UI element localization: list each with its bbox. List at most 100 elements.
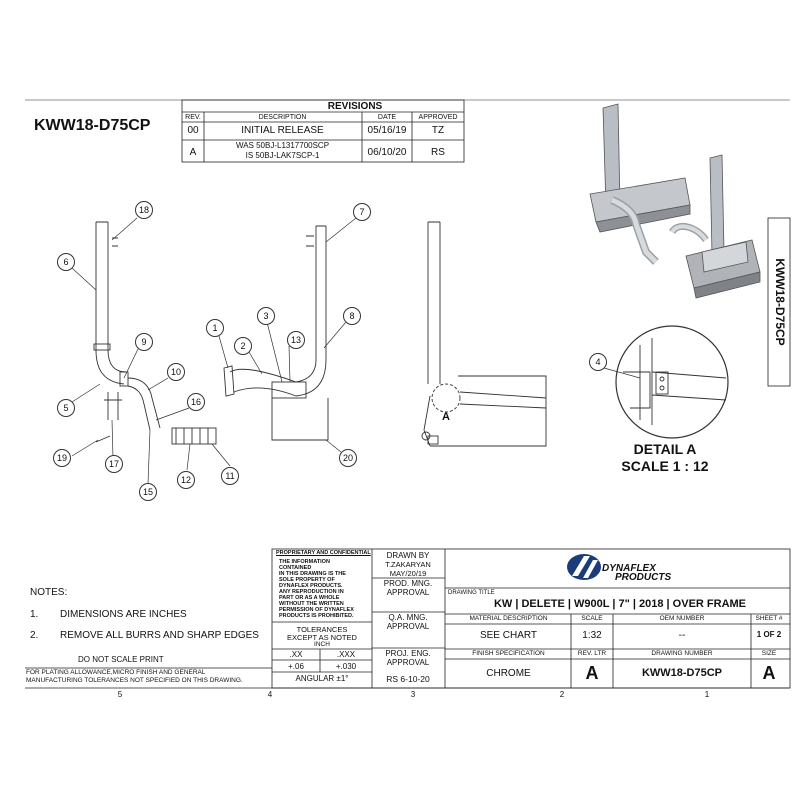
- side-view: [223, 225, 329, 441]
- balloon-item-18: 18: [135, 201, 153, 219]
- rev-header-rev: REV.: [185, 114, 201, 121]
- zone-number-2: 2: [559, 690, 565, 699]
- rev-row-0-approved: TZ: [431, 125, 445, 136]
- plating-note-line-1: FOR PLATING ALLOWANCE,MICRO FINISH AND G…: [26, 669, 206, 676]
- balloon-item-5: 5: [57, 399, 75, 417]
- rev-row-0-date: 05/16/19: [367, 125, 407, 136]
- balloon-item-3: 3: [257, 307, 275, 325]
- proj-eng-value: RS 6-10-20: [386, 674, 430, 684]
- rev-row-1-description-line-2: IS 50BJ-LAK7SCP-1: [245, 151, 320, 160]
- do-not-scale-note: DO NOT SCALE PRINT: [78, 655, 164, 664]
- balloon-item-10: 10: [167, 363, 185, 381]
- tolerance-xxx-value: +.030: [335, 662, 357, 671]
- label-drawing-number: DRAWING NUMBER: [651, 650, 713, 657]
- value-sheet: 1 OF 2: [756, 630, 782, 639]
- tolerances-line-3: INCH: [314, 641, 330, 648]
- proprietary-line-7: PART OR AS A WHOLE: [279, 595, 340, 601]
- proprietary-line-9: PERMISSION OF DYNAFLEX: [279, 607, 354, 613]
- end-view: [421, 221, 547, 447]
- revisions-table-frame: [181, 99, 465, 163]
- drawn-by-name: T.ZAKARYAN: [385, 560, 431, 569]
- tolerances-line-2: EXCEPT AS NOTED: [287, 633, 357, 642]
- isometric-view-illustration: [589, 103, 761, 299]
- balloon-item-11: 11: [221, 467, 239, 485]
- tolerance-angular: ANGULAR ±1°: [295, 674, 349, 683]
- note-2-number: 2.: [30, 630, 39, 641]
- label-size: SIZE: [761, 650, 777, 657]
- label-scale: SCALE: [581, 615, 603, 622]
- notes-title: NOTES:: [30, 587, 68, 598]
- note-2-text: REMOVE ALL BURRS AND SHARP EDGES: [60, 630, 259, 641]
- proprietary-line-10: PRODUCTS IS PROHIBITED.: [279, 613, 354, 619]
- exploded-view: [93, 221, 217, 445]
- balloon-item-2: 2: [234, 337, 252, 355]
- drawing-title: KW | DELETE | W900L | 7" | 2018 | OVER F…: [493, 598, 747, 610]
- side-part-number-frame: [767, 217, 791, 387]
- prod-mng-label: PROD. MNG.: [383, 579, 433, 588]
- proprietary-line-1: THE INFORMATION: [279, 559, 330, 565]
- balloon-item-8: 8: [343, 307, 361, 325]
- detail-callout-letter: A: [442, 411, 450, 423]
- note-1-text: DIMENSIONS ARE INCHES: [60, 609, 187, 620]
- proprietary-line-8: WITHOUT THE WRITTEN: [279, 601, 344, 607]
- header-part-number: KWW18-D75CP: [34, 117, 151, 134]
- plating-note-line-2: MANUFACTURING TOLERANCES NOT SPECIFIED O…: [26, 677, 243, 684]
- value-material: SEE CHART: [479, 630, 538, 641]
- value-oem: --: [678, 630, 686, 641]
- zone-number-3: 3: [410, 690, 416, 699]
- zone-number-5: 5: [117, 690, 123, 699]
- balloon-item-20: 20: [339, 449, 357, 467]
- label-material: MATERIAL DESCRIPTION: [469, 615, 548, 622]
- rev-row-0-description: INITIAL RELEASE: [241, 125, 324, 136]
- proprietary-line-4: SOLE PROPERTY OF: [279, 577, 335, 583]
- rev-row-1-rev: A: [189, 147, 197, 158]
- label-rev-ltr: REV. LTR: [577, 650, 607, 657]
- rev-header-description: DESCRIPTION: [258, 114, 307, 121]
- proj-eng-label: PROJ. ENG.: [385, 649, 431, 658]
- proprietary-title: PROPRIETARY AND CONFIDENTIAL: [276, 550, 371, 556]
- balloon-item-19: 19: [53, 449, 71, 467]
- rev-row-1-date: 06/10/20: [367, 147, 407, 158]
- value-scale: 1:32: [582, 630, 602, 641]
- revisions-title: REVISIONS: [327, 101, 383, 112]
- proprietary-line-6: ANY REPRODUCTION IN: [279, 589, 344, 595]
- tolerance-xx-label: .XX: [289, 650, 303, 659]
- qa-mng-approval: APPROVAL: [386, 622, 430, 631]
- proprietary-line-2: CONTAINED: [279, 565, 312, 571]
- rev-header-date: DATE: [377, 114, 397, 121]
- proprietary-line-5: DYNAFLEX PRODUCTS.: [279, 583, 343, 589]
- label-oem: OEM NUMBER: [659, 615, 705, 622]
- balloon-item-15: 15: [139, 483, 157, 501]
- zone-number-1: 1: [704, 690, 710, 699]
- dynaflex-logo-emblem: [567, 554, 601, 580]
- value-rev-ltr: A: [585, 663, 599, 683]
- note-1-number: 1.: [30, 609, 39, 620]
- drawn-by-date: MAY/20/19: [389, 569, 427, 578]
- value-finish: CHROME: [486, 668, 531, 679]
- value-size: A: [762, 663, 776, 683]
- zone-number-4: 4: [267, 690, 273, 699]
- prod-mng-approval: APPROVAL: [386, 588, 430, 597]
- balloon-leaders: [71, 217, 641, 485]
- value-drawing-number: KWW18-D75CP: [641, 667, 723, 679]
- proprietary-line-3: IN THIS DRAWING IS THE: [279, 571, 346, 577]
- balloon-item-16: 16: [187, 393, 205, 411]
- detail-title: DETAIL A: [633, 441, 697, 457]
- rev-row-1-description-line-1: WAS 50BJ-L1317700SCP: [235, 141, 330, 150]
- balloon-item-4: 4: [589, 353, 607, 371]
- logo-text-line-2: PRODUCTS: [615, 572, 672, 583]
- balloon-item-7: 7: [353, 203, 371, 221]
- balloon-item-1: 1: [206, 319, 224, 337]
- label-finish: FINISH SPECIFICATION: [472, 650, 545, 657]
- title-block-frame: [271, 548, 791, 689]
- logo-text-line-1: DYNAFLEX: [602, 563, 656, 574]
- balloon-item-12: 12: [177, 471, 195, 489]
- drawing-title-label: DRAWING TITLE: [448, 590, 495, 596]
- rev-header-approved: APPROVED: [418, 114, 458, 121]
- balloon-item-17: 17: [105, 455, 123, 473]
- proj-eng-approval: APPROVAL: [386, 658, 430, 667]
- rev-row-1-approved: RS: [431, 147, 445, 158]
- balloon-item-9: 9: [135, 333, 153, 351]
